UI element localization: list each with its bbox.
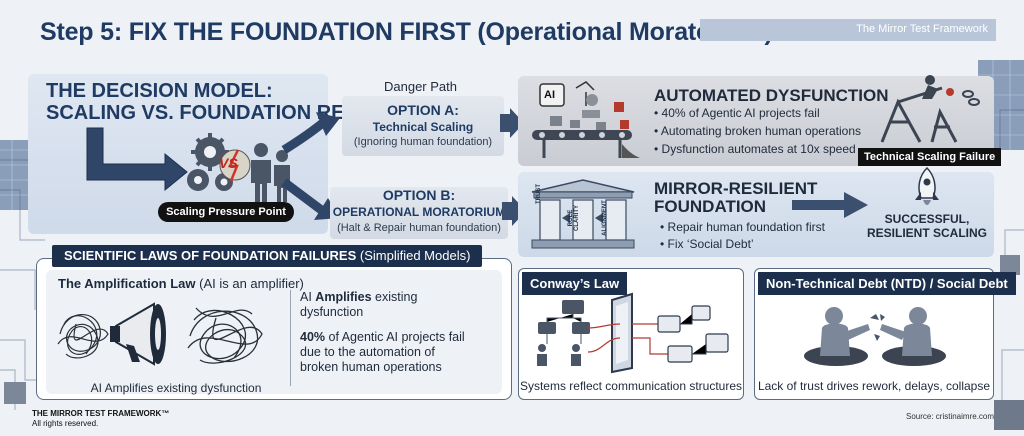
footer-brand: THE MIRROR TEST FRAMEWORK™ All rights re… bbox=[32, 409, 169, 429]
footer-source: Source: cristinaimre.com bbox=[906, 412, 995, 421]
resilient-arrow-icon bbox=[792, 192, 868, 218]
option-b-panel bbox=[330, 187, 508, 239]
vs-emblem-icon bbox=[219, 149, 251, 182]
pillar-role-clarity-label: ROLE CLARITY bbox=[568, 205, 580, 231]
gears-icon bbox=[187, 133, 233, 191]
explain-pct: 40% bbox=[300, 330, 326, 344]
option-a-subtitle: Technical Scaling bbox=[372, 120, 474, 134]
decision-arrow-icon bbox=[86, 127, 188, 192]
pillar-alignment-label: ALIGNMENT bbox=[602, 200, 608, 236]
explain-line5: broken human operations bbox=[300, 360, 442, 374]
mirror-resilient-title: MIRROR-RESILIENT FOUNDATION bbox=[654, 180, 817, 216]
footer-rights: All rights reserved. bbox=[32, 419, 99, 428]
amplified-chaos-icon bbox=[187, 307, 263, 364]
collapsing-structure-icon bbox=[880, 75, 980, 143]
explain-pre: AI bbox=[300, 290, 316, 304]
tangled-lines-icon bbox=[57, 314, 109, 359]
option-a-panel bbox=[342, 96, 504, 156]
option-a-title: OPTION A: bbox=[387, 102, 459, 118]
megaphone-icon bbox=[110, 302, 166, 366]
amplification-explanation: AI Amplifies existing dysfunction 40% of… bbox=[300, 290, 465, 375]
danger-path-label: Danger Path bbox=[384, 79, 457, 94]
scaling-pressure-point-label: Scaling Pressure Point bbox=[158, 202, 294, 222]
conveyor-robot-icon bbox=[532, 81, 640, 158]
dysfunction-bullet-2: Automating broken human operations bbox=[654, 124, 861, 138]
dysfunction-bullet-1: 40% of Agentic AI projects fail bbox=[654, 106, 820, 120]
page-title: Step 5: FIX THE FOUNDATION FIRST (Operat… bbox=[40, 18, 773, 46]
amplification-divider bbox=[290, 290, 291, 386]
amplification-title-rest: (AI is an amplifier) bbox=[199, 276, 304, 291]
scientific-laws-header: SCIENTIFIC LAWS OF FOUNDATION FAILURES (… bbox=[52, 245, 483, 267]
mirror-resilient-title-line1: MIRROR-RESILIENT bbox=[654, 179, 818, 198]
laws-header-title: SCIENTIFIC LAWS OF FOUNDATION FAILURES bbox=[64, 248, 357, 263]
conways-law-title: Conway’s Law bbox=[522, 272, 628, 295]
outcome-line2: RESILIENT SCALING bbox=[866, 226, 987, 240]
resilient-bullet-1: Repair human foundation first bbox=[660, 220, 825, 234]
decision-title-line1: THE DECISION MODEL: bbox=[46, 80, 273, 102]
laws-header-subtitle: (Simplified Models) bbox=[359, 248, 471, 263]
decision-model-title: THE DECISION MODEL: SCALING VS. FOUNDATI… bbox=[46, 80, 391, 124]
non-technical-debt-caption: Lack of trust drives rework, delays, col… bbox=[757, 379, 991, 393]
decision-title-line2: SCALING VS. FOUNDATION REPAIR bbox=[46, 102, 391, 124]
org-chart-mirror-icon bbox=[537, 292, 729, 374]
explain-line4: due to the automation of bbox=[300, 345, 435, 359]
non-technical-debt-title: Non-Technical Debt (NTD) / Social Debt bbox=[758, 272, 1016, 295]
amplification-title-bold: The Amplification Law bbox=[58, 276, 196, 291]
automated-dysfunction-title: AUTOMATED DYSFUNCTION bbox=[654, 86, 889, 105]
resilient-outcome-label: SUCCESSFUL, RESILIENT SCALING bbox=[862, 212, 992, 240]
option-b-title: OPTION B: bbox=[382, 187, 456, 203]
resilient-bullet-2: Fix ‘Social Debt’ bbox=[660, 237, 754, 251]
explain-pct-rest: of Agentic AI projects fail bbox=[325, 330, 465, 344]
explain-line2: dysfunction bbox=[300, 305, 364, 319]
option-b-arrow-icon bbox=[502, 196, 526, 226]
pillars-icon bbox=[531, 179, 635, 249]
amplification-law-title: The Amplification Law (AI is an amplifie… bbox=[58, 276, 304, 291]
pillar-trust-label: TRUST bbox=[536, 184, 542, 204]
dysfunction-bullet-3: Dysfunction automates at 10x speed bbox=[654, 142, 856, 156]
option-b-subtitle: OPERATIONAL MORATORIUM bbox=[332, 205, 506, 219]
mirror-resilient-title-line2: FOUNDATION bbox=[654, 197, 767, 216]
option-a-arrow-icon bbox=[500, 108, 524, 138]
technical-scaling-failure-label: Technical Scaling Failure bbox=[858, 148, 1002, 166]
footer-brand-name: THE MIRROR TEST FRAMEWORK™ bbox=[32, 409, 170, 418]
vs-label: VS bbox=[219, 155, 238, 171]
option-a-note: (Ignoring human foundation) bbox=[353, 136, 493, 148]
framework-tag: The Mirror Test Framework bbox=[700, 19, 996, 41]
outcome-line1: SUCCESSFUL, bbox=[884, 212, 970, 226]
explain-bold: Amplifies bbox=[315, 290, 372, 304]
amplification-caption: AI Amplifies existing dysfunction bbox=[90, 381, 262, 395]
conways-law-caption: Systems reflect communication structures bbox=[519, 379, 743, 393]
option-b-note: (Halt & Repair human foundation) bbox=[337, 222, 501, 234]
people-icon bbox=[251, 143, 290, 202]
explain-post: existing bbox=[371, 290, 418, 304]
sinking-people-icon bbox=[804, 307, 946, 366]
ai-chip-label: AI bbox=[544, 89, 555, 101]
rocket-icon bbox=[915, 166, 939, 205]
